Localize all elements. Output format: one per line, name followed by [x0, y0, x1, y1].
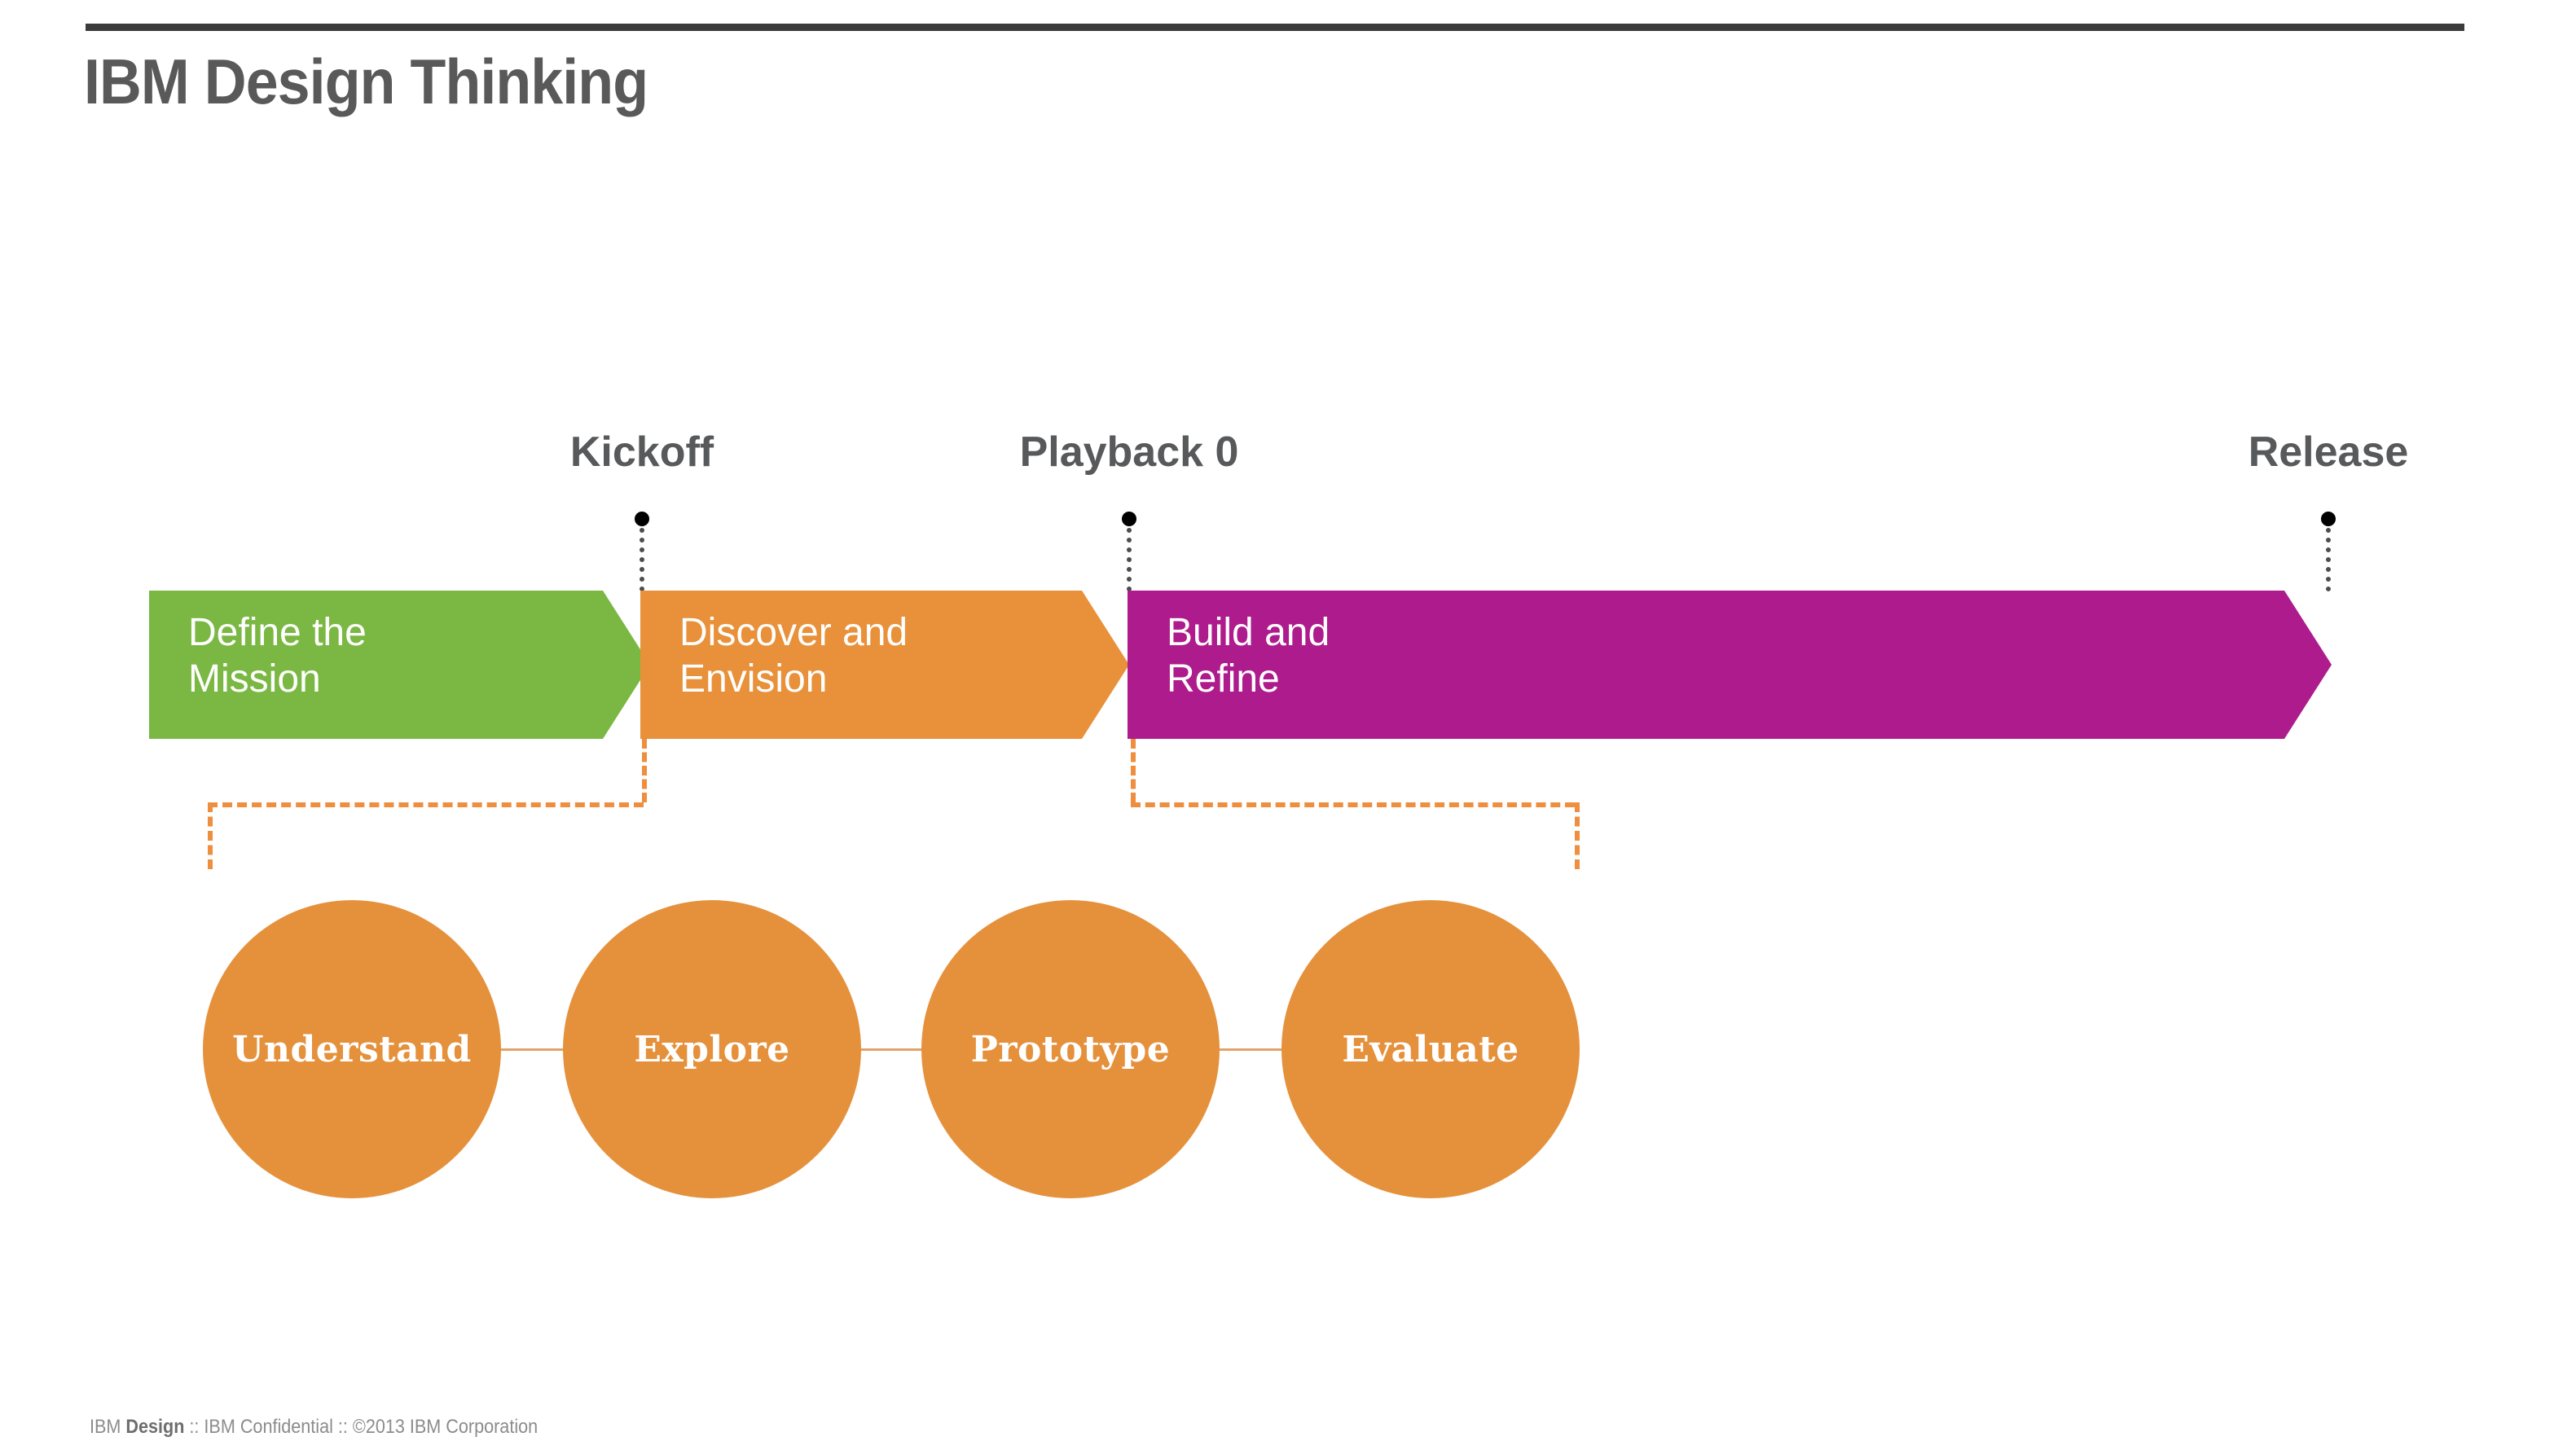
- loop-label-evaluate: Evaluate: [1342, 1028, 1519, 1070]
- milestone-label-kickoff: Kickoff: [569, 428, 714, 476]
- bracket-left-stem: [642, 739, 647, 802]
- loop-step-understand[interactable]: Understand: [203, 900, 501, 1198]
- loop-label-understand: Understand: [232, 1028, 472, 1070]
- loop-step-explore[interactable]: Explore: [563, 900, 861, 1198]
- loop-connector-1: [494, 1048, 575, 1051]
- phase-label-define-the-mission: Define the Mission: [188, 611, 367, 701]
- milestone-dotted-line-kickoff: [640, 528, 644, 591]
- loop-step-evaluate[interactable]: Evaluate: [1281, 900, 1580, 1198]
- bracket-right-stem: [1131, 739, 1136, 802]
- footer: IBM Design :: IBM Confidential :: ©2013 …: [90, 1416, 538, 1439]
- bracket-right-rail: [1131, 802, 1575, 807]
- milestone-dot-release: [2321, 512, 2336, 526]
- loop-connector-3: [1212, 1048, 1294, 1051]
- loop-step-prototype[interactable]: Prototype: [921, 900, 1220, 1198]
- loop-label-prototype: Prototype: [970, 1028, 1171, 1070]
- footer-suffix: :: IBM Confidential :: ©2013 IBM Corpora…: [184, 1416, 538, 1438]
- phase-define-the-mission[interactable]: Define the Mission: [149, 591, 650, 739]
- bracket-right-drop: [1575, 802, 1580, 869]
- page-title: IBM Design Thinking: [84, 46, 648, 117]
- footer-prefix: IBM: [90, 1416, 126, 1438]
- bracket-left-rail: [208, 802, 644, 807]
- footer-brand: Design: [125, 1416, 185, 1438]
- header-rule: [86, 24, 2464, 31]
- phase-label-discover-and-envision: Discover and Envision: [679, 611, 908, 701]
- milestone-dot-kickoff: [635, 512, 649, 526]
- bracket-left-drop: [208, 802, 213, 869]
- phase-build-and-refine[interactable]: Build and Refine: [1128, 591, 2332, 739]
- loop-label-explore: Explore: [634, 1028, 790, 1070]
- milestone-dotted-line-release: [2326, 528, 2331, 591]
- phase-discover-and-envision[interactable]: Discover and Envision: [640, 591, 1129, 739]
- milestone-dot-playback-0: [1122, 512, 1136, 526]
- milestone-label-release: Release: [2248, 428, 2409, 476]
- phase-label-build-and-refine: Build and Refine: [1167, 611, 1330, 701]
- milestone-dotted-line-playback-0: [1127, 528, 1132, 591]
- milestone-label-playback-0: Playback 0: [1019, 428, 1239, 476]
- loop-connector-2: [854, 1048, 934, 1051]
